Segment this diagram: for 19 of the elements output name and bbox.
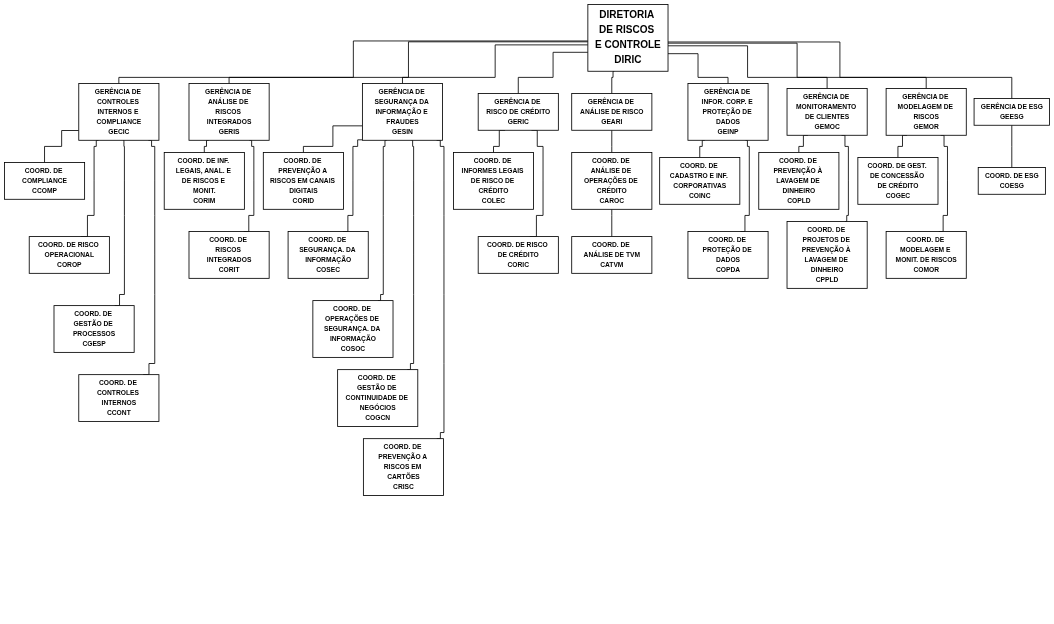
connector bbox=[667, 53, 729, 84]
connector bbox=[841, 134, 849, 222]
connector bbox=[118, 40, 589, 84]
connector bbox=[377, 139, 388, 302]
connector bbox=[667, 45, 828, 89]
connector bbox=[203, 139, 210, 153]
node-box: DIRETORIA DE RISCOS E CONTROLE DIRIC bbox=[587, 4, 669, 72]
connector bbox=[302, 125, 363, 153]
connector bbox=[402, 44, 589, 84]
connector bbox=[517, 51, 589, 94]
connector bbox=[611, 70, 615, 94]
connector bbox=[228, 41, 589, 84]
connector bbox=[1011, 124, 1013, 168]
connector bbox=[667, 41, 1013, 99]
connector bbox=[699, 139, 706, 158]
connector bbox=[611, 129, 613, 153]
connector bbox=[667, 42, 927, 89]
connector bbox=[44, 130, 80, 163]
connector bbox=[611, 208, 613, 237]
